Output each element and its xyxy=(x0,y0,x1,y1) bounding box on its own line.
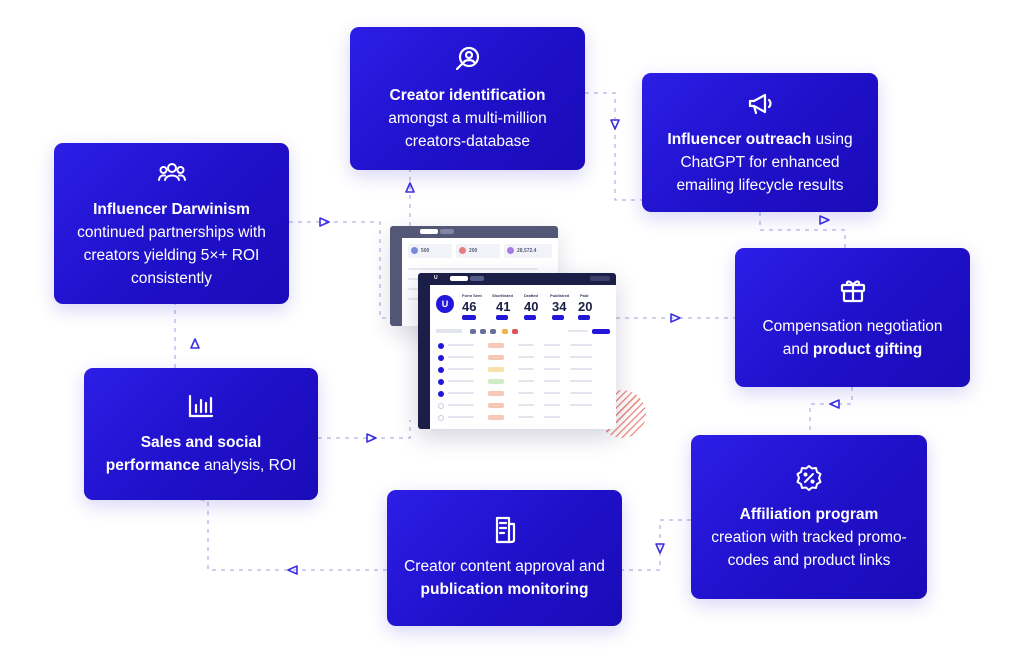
card-rest-text: amongst a multi-million creators-databas… xyxy=(388,110,547,150)
stat-value: 40 xyxy=(524,299,539,314)
card-influencer-outreach: Influencer outreach using ChatGPT for en… xyxy=(642,73,878,212)
card-text: Compensation negotiation and product gif… xyxy=(749,315,956,361)
card-text: Creator identification amongst a multi-mi… xyxy=(364,84,571,153)
stat-value: 46 xyxy=(462,299,477,314)
back-stat-value: 200 xyxy=(469,248,478,254)
arrow-up xyxy=(405,182,415,193)
card-influencer-darwinism: Influencer Darwinism continued partnershi… xyxy=(54,143,289,304)
card-text: Sales and social performance analysis, R… xyxy=(98,431,304,477)
stat-value: 34 xyxy=(552,299,567,314)
stat-label: Paid xyxy=(580,293,589,298)
dashboard-brand: U xyxy=(434,275,438,281)
card-bold-text: Influencer Darwinism xyxy=(93,200,250,218)
card-bold-text: product gifting xyxy=(812,340,923,358)
card-rest-text: analysis, ROI xyxy=(199,457,297,474)
card-creator-identification: Creator identification amongst a multi-mi… xyxy=(350,27,585,170)
percent-badge-icon xyxy=(794,463,824,493)
card-rest-text: Compensation negotiation and xyxy=(762,317,943,358)
card-bold-text: Affiliation program xyxy=(739,505,879,523)
card-rest-text: creation with tracked promo-codes and pr… xyxy=(711,528,907,569)
back-stat-value: 28,572.4 xyxy=(517,248,537,254)
stat-value: 41 xyxy=(496,299,511,314)
megaphone-icon xyxy=(745,88,775,118)
bar-chart-icon xyxy=(186,391,216,421)
document-icon xyxy=(490,515,520,545)
card-compensation: Compensation negotiation and product gif… xyxy=(735,248,970,387)
arrow-down xyxy=(655,543,665,554)
search-user-icon xyxy=(453,44,483,74)
stat-label: Form Sent xyxy=(462,293,482,298)
arrow-down xyxy=(610,119,620,130)
card-text: Influencer Darwinism continued partnershi… xyxy=(68,198,275,290)
card-bold-text: Creator identification xyxy=(389,87,546,104)
card-bold-text: publication monitoring xyxy=(420,581,589,598)
card-rest-text: continued partnerships with creators yie… xyxy=(77,223,266,287)
card-bold-text: Sales and social performance xyxy=(105,434,262,474)
card-text: Creator content approval and publication… xyxy=(401,555,608,601)
card-rest-text: using ChatGPT for enhanced emailing life… xyxy=(676,131,853,194)
stat-label: Shortlisted xyxy=(492,293,513,298)
stat-value: 20 xyxy=(578,299,593,314)
gift-icon xyxy=(838,275,868,305)
card-text: Affiliation program creation with tracked… xyxy=(705,503,913,572)
card-sales-performance: Sales and social performance analysis, R… xyxy=(84,368,318,500)
back-stat-value: 500 xyxy=(421,248,430,254)
card-text: Influencer outreach using ChatGPT for en… xyxy=(656,128,864,197)
card-affiliation-program: Affiliation program creation with tracked… xyxy=(691,435,927,599)
arrow-left xyxy=(829,399,840,409)
stat-label: Drafted xyxy=(524,293,539,298)
users-group-icon xyxy=(157,158,187,188)
card-rest-text: Creator content approval and xyxy=(404,558,605,575)
arrow-right xyxy=(670,313,681,323)
arrow-right xyxy=(319,217,330,227)
dashboard-preview: U U Form Sent 46 Shortlisted 41 Drafted … xyxy=(418,273,616,429)
dashboard-logo: U xyxy=(436,295,454,313)
stat-label: Published xyxy=(550,293,570,298)
arrow-left xyxy=(287,565,298,575)
card-content-approval: Creator content approval and publication… xyxy=(387,490,622,626)
card-bold-text: Influencer outreach xyxy=(667,131,812,148)
arrow-up xyxy=(190,338,200,349)
arrow-right xyxy=(366,433,377,443)
arrow-right xyxy=(819,215,830,225)
